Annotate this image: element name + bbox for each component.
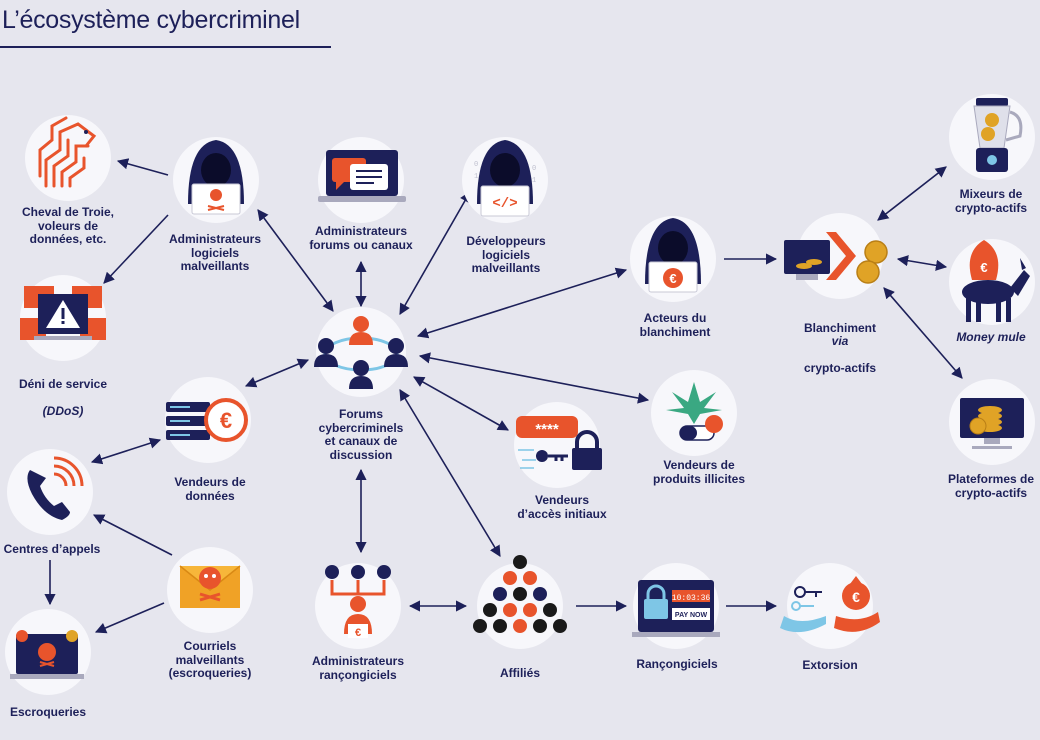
svg-text:1: 1	[474, 173, 478, 181]
centres-appels-label: Centres d’appels	[3, 542, 101, 556]
arrow-forums-donnees	[244, 358, 310, 388]
svg-text:€: €	[980, 260, 987, 275]
arrow-courriels-centres	[93, 514, 173, 556]
arrow-admins-to-trojan	[116, 158, 169, 176]
blanchiment-suffix: crypto-actifs	[803, 361, 877, 375]
money-mule-label: Money mule	[956, 330, 1026, 344]
svg-text:€: €	[355, 627, 361, 639]
data-server-icon: €	[166, 398, 248, 442]
svg-text:€: €	[669, 271, 676, 286]
crypto-platform-icon	[960, 398, 1024, 449]
vendeurs-produits-label: Vendeurs de produits illicites	[652, 458, 745, 486]
svg-text:€: €	[220, 408, 232, 433]
blanchiment-prefix: Blanchiment	[803, 320, 876, 335]
arrow-devs-forums	[399, 191, 471, 315]
access-password-lock-icon: ****	[516, 416, 602, 470]
centres-appels-circle	[7, 449, 93, 535]
mixeurs-label: Mixeurs de crypto-actifs	[954, 187, 1028, 215]
arrow-admins-forums	[257, 209, 334, 312]
ransomware-screen-icon: 10:03:36 PAY NOW	[632, 580, 720, 637]
affiliates-pyramid-icon	[473, 555, 567, 633]
money-mule-donkey-icon: €	[962, 240, 1030, 322]
arrow-courriels-escroqueries	[94, 602, 165, 634]
forum-network-icon	[314, 316, 408, 389]
ddos-label: Déni de service (DDoS)	[3, 364, 123, 418]
arrow-admins-to-ddos	[103, 214, 169, 284]
ddos-label-main: Déni de service	[18, 376, 108, 391]
admins-rancon-label: Administrateurs rançongiciels	[311, 654, 405, 682]
svg-text:€: €	[852, 589, 860, 605]
svg-text:0: 0	[532, 165, 536, 173]
arrow-forums-acces	[413, 376, 509, 431]
courriels-label: Courriels malveillants (escroqueries)	[168, 639, 252, 680]
vendeurs-donnees-label: Vendeurs de données	[174, 475, 246, 503]
forums-circle	[316, 307, 406, 397]
extorsion-label: Extorsion	[802, 658, 858, 672]
plateformes-label: Plateformes de crypto-actifs	[947, 472, 1035, 500]
arrow-forums-blanchiment	[416, 267, 628, 339]
svg-text:****: ****	[535, 421, 559, 438]
arrow-forums-affilies	[399, 389, 501, 557]
malicious-email-icon	[179, 565, 241, 608]
svg-text:</>: </>	[492, 196, 517, 212]
vendeurs-acces-circle	[514, 402, 600, 488]
rancongiciels-label: Rançongiciels	[636, 657, 718, 671]
acteurs-blanchiment-label: Acteurs du blanchiment	[639, 311, 711, 339]
page-title: L’écosystème cybercriminel	[2, 6, 300, 34]
extortion-hands-icon: €	[780, 576, 880, 633]
svg-text:0: 0	[474, 161, 478, 169]
arrow-crypto-plateformes	[883, 287, 963, 379]
vendeurs-acces-label: Vendeurs d’accès initiaux	[517, 493, 607, 521]
crypto-laundering-icon	[784, 232, 888, 284]
scam-laptop-icon	[10, 630, 84, 679]
crypto-blender-icon	[973, 98, 1023, 172]
title-underline	[0, 46, 331, 48]
trojan-label: Cheval de Troie, voleurs de données, etc…	[21, 205, 115, 246]
arrow-donnees-centres	[90, 437, 162, 465]
ddos-warning-icon	[20, 286, 106, 340]
admins-logiciels-label: Administrateurs logiciels malveillants	[168, 232, 262, 273]
ransomware-admins-icon: €	[325, 565, 391, 639]
blanchiment-via: via	[831, 334, 849, 348]
svg-text:1: 1	[532, 177, 536, 185]
developer-hacker-icon: 0 1 0 1 </>	[474, 140, 536, 217]
money-launderer-icon: €	[645, 218, 701, 293]
connection-arrows	[44, 158, 963, 634]
arrow-crypto-mixeurs	[877, 166, 947, 221]
svg-text:PAY NOW: PAY NOW	[675, 612, 708, 619]
forum-admins-label: Administrateurs forums ou canaux	[309, 224, 413, 252]
svg-text:10:03:36: 10:03:36	[672, 594, 711, 603]
arrow-crypto-mule	[896, 255, 948, 271]
call-center-phone-icon	[27, 456, 84, 520]
devs-label: Développeurs logiciels malveillants	[466, 234, 546, 275]
hacker-skull-icon	[188, 140, 244, 215]
affilies-label: Affiliés	[499, 666, 540, 680]
escroqueries-label: Escroqueries	[9, 705, 87, 719]
forums-label: Forums cybercriminels et canaux de discu…	[318, 407, 404, 462]
ddos-label-abbr: (DDoS)	[42, 403, 84, 418]
arrow-forums-produits	[418, 352, 650, 404]
chat-laptop-icon	[318, 150, 406, 202]
trojan-horse-icon	[38, 116, 97, 188]
blanchiment-crypto-label: Blanchiment via crypto-actifs	[776, 308, 904, 376]
illicit-products-icon	[666, 382, 723, 441]
